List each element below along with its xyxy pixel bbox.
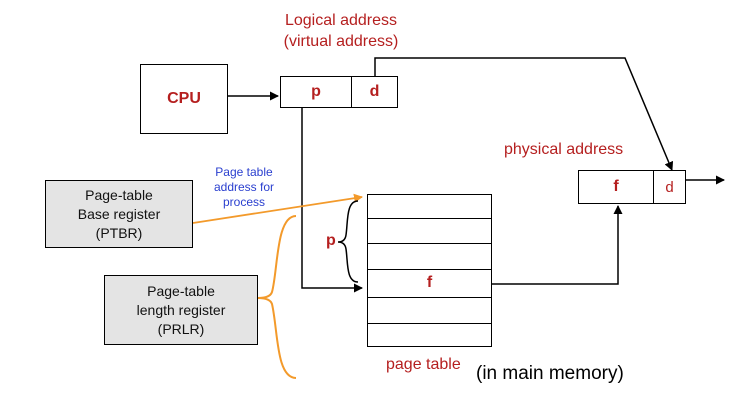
page-table-row-divider <box>368 297 491 298</box>
page-table-row-divider <box>368 269 491 270</box>
page-number-to-table-arrow <box>301 108 363 293</box>
page-range-label: p <box>326 232 336 249</box>
logical-address-label: Logical address (virtual address) <box>256 10 426 52</box>
page-table-row-divider <box>368 243 491 244</box>
page-range-brace <box>337 200 359 283</box>
frame-to-physical-arrow <box>492 205 623 285</box>
logical-address-line2: (virtual address) <box>283 33 399 50</box>
ptbr-box: Page-table Base register (PTBR) <box>45 180 193 248</box>
page-table-caption: page table <box>386 356 461 373</box>
prlr-box: Page-table length register (PRLR) <box>104 275 258 345</box>
logical-offset-field: d <box>351 76 398 108</box>
physical-address-label: physical address <box>504 141 624 158</box>
page-table-address-annotation: Page table address for process <box>213 165 275 209</box>
cpu-box: CPU <box>140 64 228 134</box>
logical-address-line1: Logical address <box>284 12 398 29</box>
ptbr-to-table-arrow <box>192 193 363 224</box>
physical-offset-field: d <box>653 170 686 204</box>
page-table-frame-entry: f <box>426 274 433 291</box>
prlr-label: Page-table length register (PRLR) <box>136 282 226 337</box>
table-length-brace <box>257 215 297 379</box>
page-table-location-note: (in main memory) <box>476 363 624 384</box>
page-table: f <box>367 194 492 347</box>
offset-to-physical-arrow <box>374 57 674 171</box>
page-table-row-divider <box>368 218 491 219</box>
page-table-row-divider <box>368 323 491 324</box>
ptbr-label: Page-table Base register (PTBR) <box>77 186 161 241</box>
cpu-label: CPU <box>167 90 201 107</box>
physical-frame-field: f <box>578 170 654 204</box>
logical-page-field: p <box>280 76 352 108</box>
